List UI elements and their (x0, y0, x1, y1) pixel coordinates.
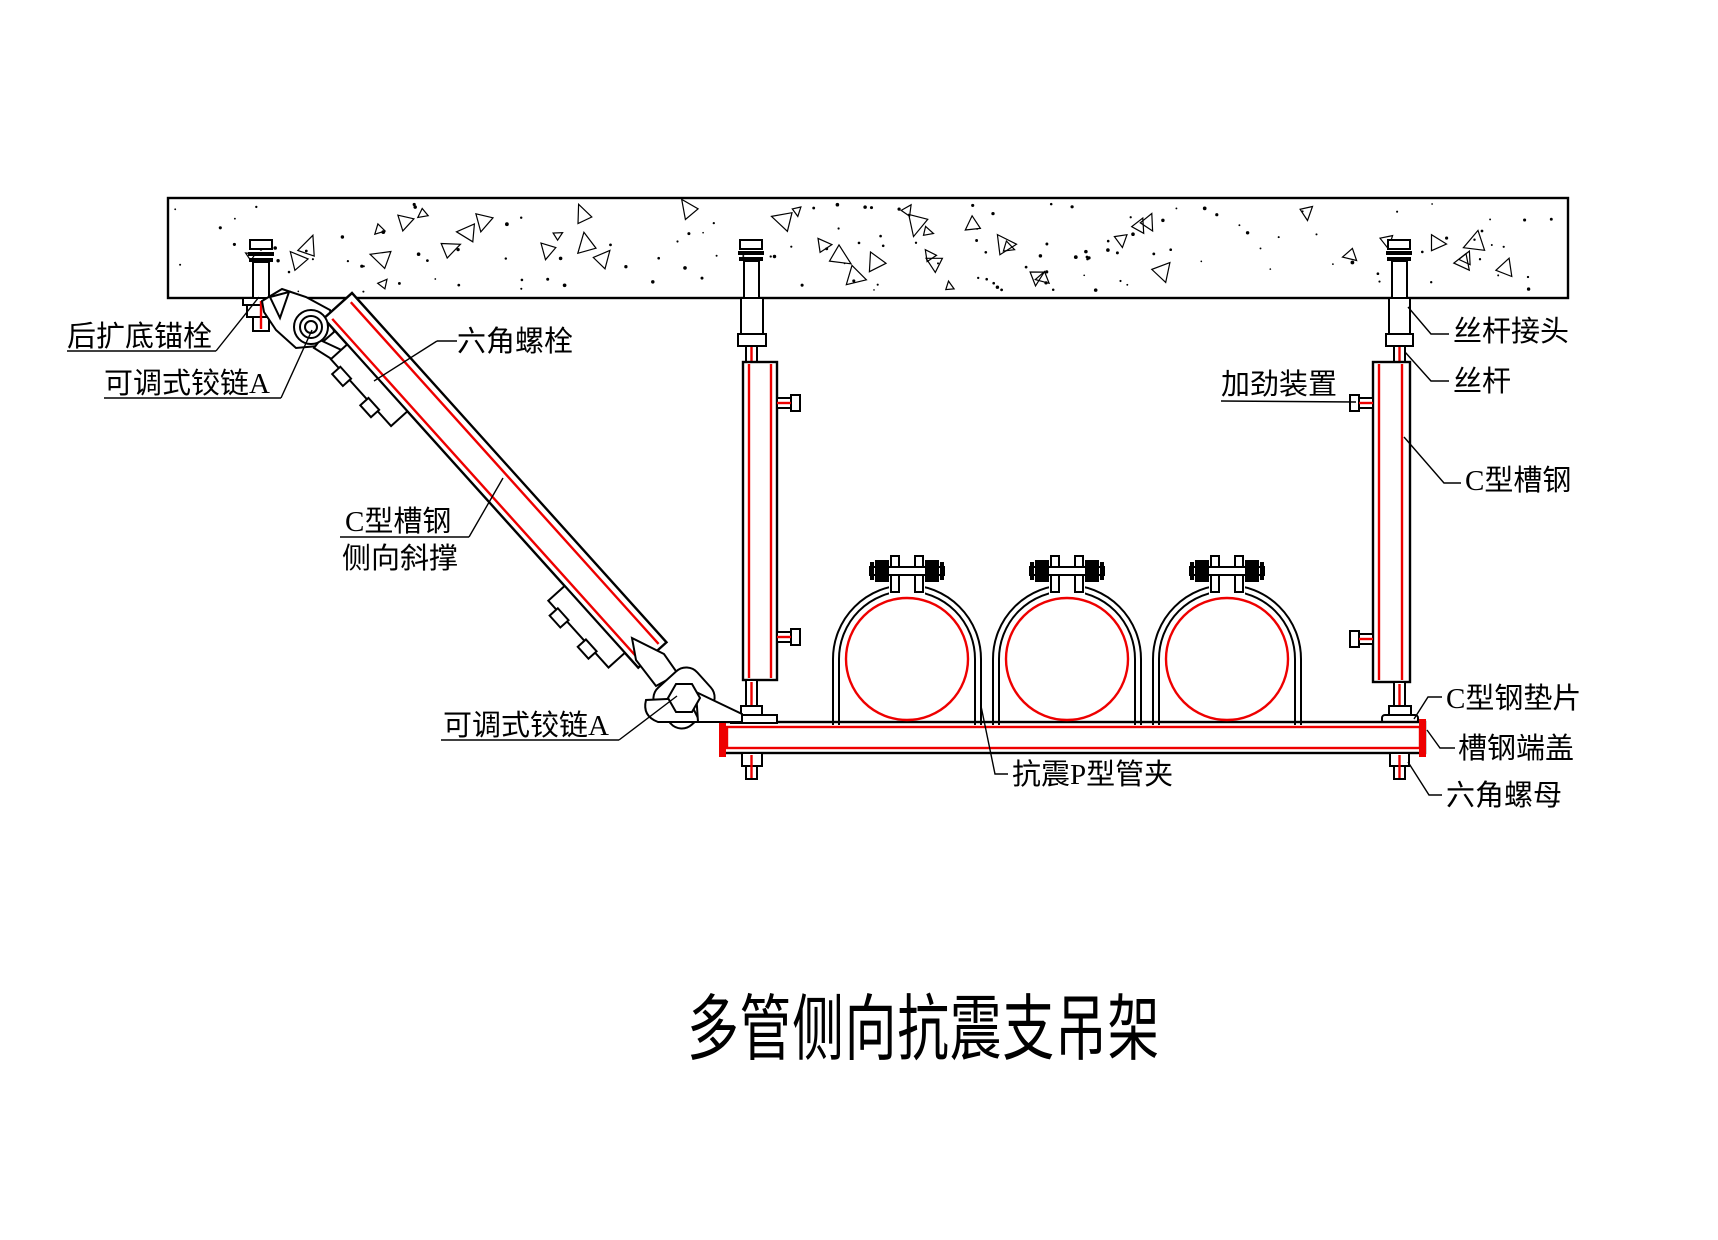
slab-outline (166, 196, 1570, 300)
label-hex-bolt: 六角螺栓 (457, 326, 574, 358)
left-anchor-bolt (242, 239, 280, 332)
middle-rod-coupler (740, 297, 764, 335)
label-c-steel-washer: C型钢垫片 (1446, 683, 1582, 715)
concrete-slab (166, 196, 1570, 300)
hinge-hex-nut (666, 683, 702, 713)
hex-bolt-plate-bottom (546, 584, 627, 669)
label-right-c-channel: C型槽钢 (1465, 465, 1572, 497)
bottom-fasteners (730, 714, 1410, 780)
concrete-aggregate-hatch (174, 198, 1553, 293)
right-hanger (1349, 239, 1419, 724)
drawing-title: 多管侧向抗震支吊架 (687, 990, 1161, 1070)
leader-lines (67, 296, 1461, 796)
channel-end-cap-left (719, 719, 726, 757)
label-rear-expansion-anchor-bolt: 后扩底锚栓 (67, 321, 213, 353)
middle-hanger (737, 239, 801, 716)
hex-bolt-plate-top (329, 343, 409, 428)
seismic-p-clamps (831, 554, 1303, 727)
adjustable-hinge-a-bottom (630, 636, 743, 730)
label-threaded-rod: 丝杆 (1453, 366, 1512, 398)
diagonal-brace (322, 291, 669, 670)
label-brace-channel-line1: C型槽钢 (345, 506, 452, 538)
label-brace-channel-line2: 侧向斜撑 (342, 543, 459, 575)
label-adjustable-hinge-a-top: 可调式铰链A (104, 368, 270, 400)
p-clamp-1 (831, 554, 983, 727)
label-adjustable-hinge-a-bottom: 可调式铰链A (443, 710, 609, 742)
label-channel-end-cap: 槽钢端盖 (1458, 733, 1575, 765)
label-stiffener-device: 加劲装置 (1221, 369, 1338, 401)
p-clamp-3 (1151, 554, 1303, 727)
label-hex-nut: 六角螺母 (1446, 780, 1563, 812)
label-rod-coupler: 丝杆接头 (1453, 316, 1570, 348)
right-rod-coupler (1388, 297, 1411, 335)
p-clamp-2 (991, 554, 1143, 727)
channel-end-cap-right (1419, 719, 1426, 757)
hinge-a-pivot (293, 309, 329, 345)
bottom-channel (719, 719, 1427, 757)
label-seismic-p-clamp: 抗震P型管夹 (1012, 759, 1174, 791)
